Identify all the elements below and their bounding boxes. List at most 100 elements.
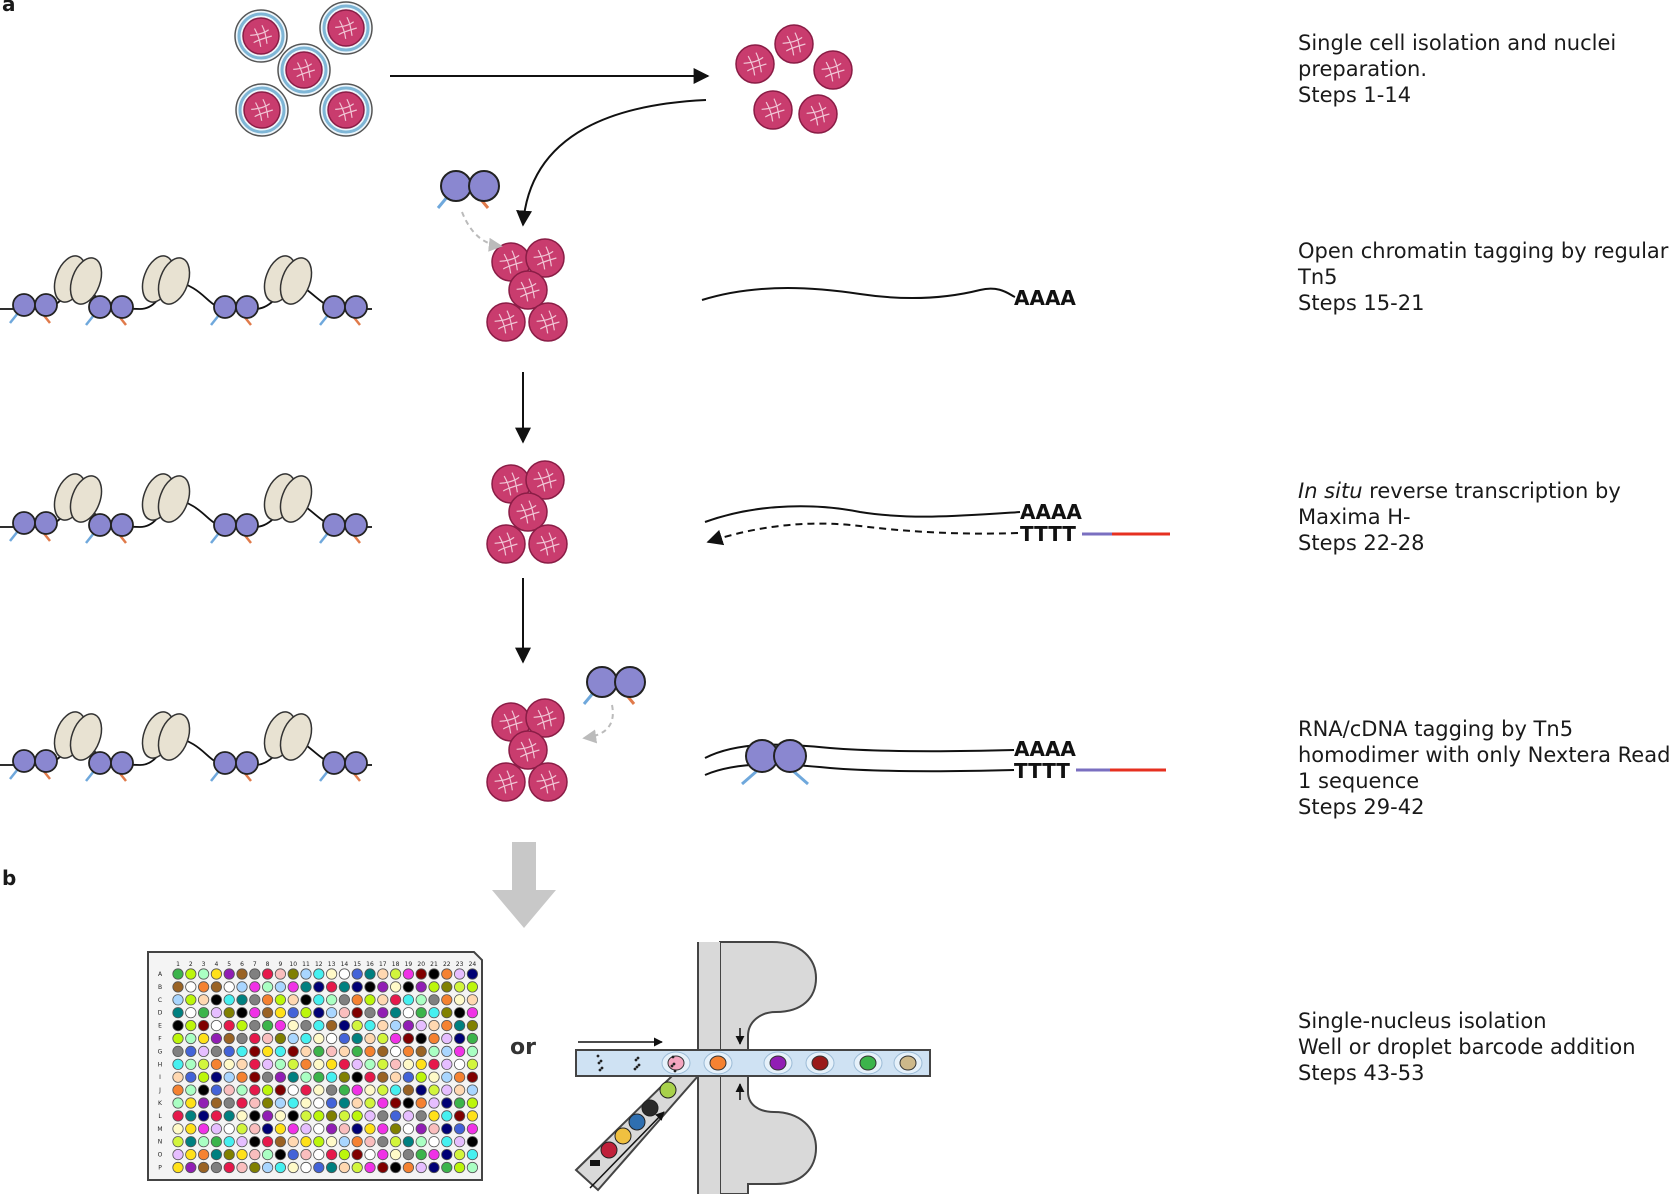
tn5-on-chromatin [85,513,134,544]
nucleus [813,50,853,90]
plate-row-label: L [158,1113,162,1120]
plate-well [210,1123,222,1135]
plate-well [415,1123,427,1135]
plate-column-label: 11 [302,961,310,968]
plate-row-label: M [157,1126,162,1133]
plate-well [402,1136,414,1148]
plate-column-label: 14 [341,961,349,968]
plate-column-label: 12 [315,961,323,968]
plate-well [313,1071,325,1083]
plate-well [313,1136,325,1148]
plate-well [351,1032,363,1045]
plate-well [389,968,402,980]
plate-well [261,1110,274,1122]
plate-well [377,1110,389,1122]
plate-column-label: 15 [353,961,361,968]
barcode-beads [590,1054,677,1166]
plate-well [172,1136,184,1148]
plate-well [351,1019,363,1032]
plate-well [325,1097,338,1109]
plate-well [441,1136,453,1148]
plate-well [415,981,427,993]
tn5-on-chromatin [9,511,58,542]
plate-well [428,1123,440,1135]
plate-well [441,1123,453,1135]
nucleus [327,91,365,129]
plate-row-label: D [158,1010,163,1017]
plate-well [466,1032,478,1045]
plate-well [325,1058,338,1070]
plate-well [428,1058,440,1070]
plate-well [210,1149,222,1161]
plate-well [236,1110,248,1122]
plate-well [223,1019,235,1032]
nucleus [243,91,281,129]
plate-well [236,1007,248,1019]
plate-well [325,1110,338,1122]
plate-well [415,994,427,1006]
plate-well [351,1136,363,1148]
plate-well [313,1007,325,1019]
plate-well [415,1045,427,1058]
plate-well [351,1007,363,1019]
plate-well [389,1084,402,1096]
plate-well [389,1032,402,1045]
step-5-line-3: Steps 43-53 [1298,1061,1425,1085]
plate-well [389,1019,402,1032]
plate-column-label: 6 [240,961,244,968]
plate-well [402,1032,414,1045]
plate-well [428,1110,440,1122]
plate-well [210,1110,222,1122]
plate-well [236,1032,248,1045]
plate-well [364,1149,376,1161]
step-2-line-2: Tn5 [1298,265,1338,289]
plate-well [287,1032,299,1045]
plate-well [351,1071,363,1083]
cell [319,83,373,137]
bead-channel [574,1075,701,1192]
plate-well [249,1161,261,1174]
plate-row-label: E [158,1023,162,1030]
plate-well [389,1045,402,1058]
plate-well [249,1058,261,1070]
plate-well [185,1149,197,1161]
plate-well [236,981,248,993]
plate-well [249,1071,261,1083]
channel-serpentine-top [719,941,818,1051]
particle [600,1066,604,1070]
plate-well [223,1110,235,1122]
plate-well [274,1097,286,1109]
plate-well [351,1045,363,1058]
plate-well [223,1097,235,1109]
plate-well [198,1071,210,1083]
step-4-line-1: RNA/cDNA tagging by Tn5 [1298,717,1574,741]
plate-well [466,1110,478,1122]
plate-well [338,994,350,1006]
nucleus [735,44,775,84]
plate-well [300,1071,312,1083]
plate-well [377,1032,389,1045]
plate-well [287,1071,299,1083]
plate-well [351,1110,363,1122]
plate-well [313,1110,325,1122]
plate-well [351,968,363,980]
nucleus [798,94,838,134]
plate-well [364,1019,376,1032]
plate-well [198,1019,210,1032]
plate-well [185,1136,197,1148]
plate-well [185,1045,197,1058]
plate-well [415,1007,427,1019]
plate-well [223,981,235,993]
plate-well [415,1071,427,1083]
plate-well [210,981,222,993]
plate-column-label: 13 [328,961,336,968]
droplet-microfluidic-device [574,941,931,1194]
plate-well [249,1123,261,1135]
plate-well [185,1123,197,1135]
plate-well [198,1007,210,1019]
tn5-entry-arrow-2 [582,704,614,744]
plate-well [198,994,210,1006]
plate-well [402,1019,414,1032]
plate-well [300,1058,312,1070]
